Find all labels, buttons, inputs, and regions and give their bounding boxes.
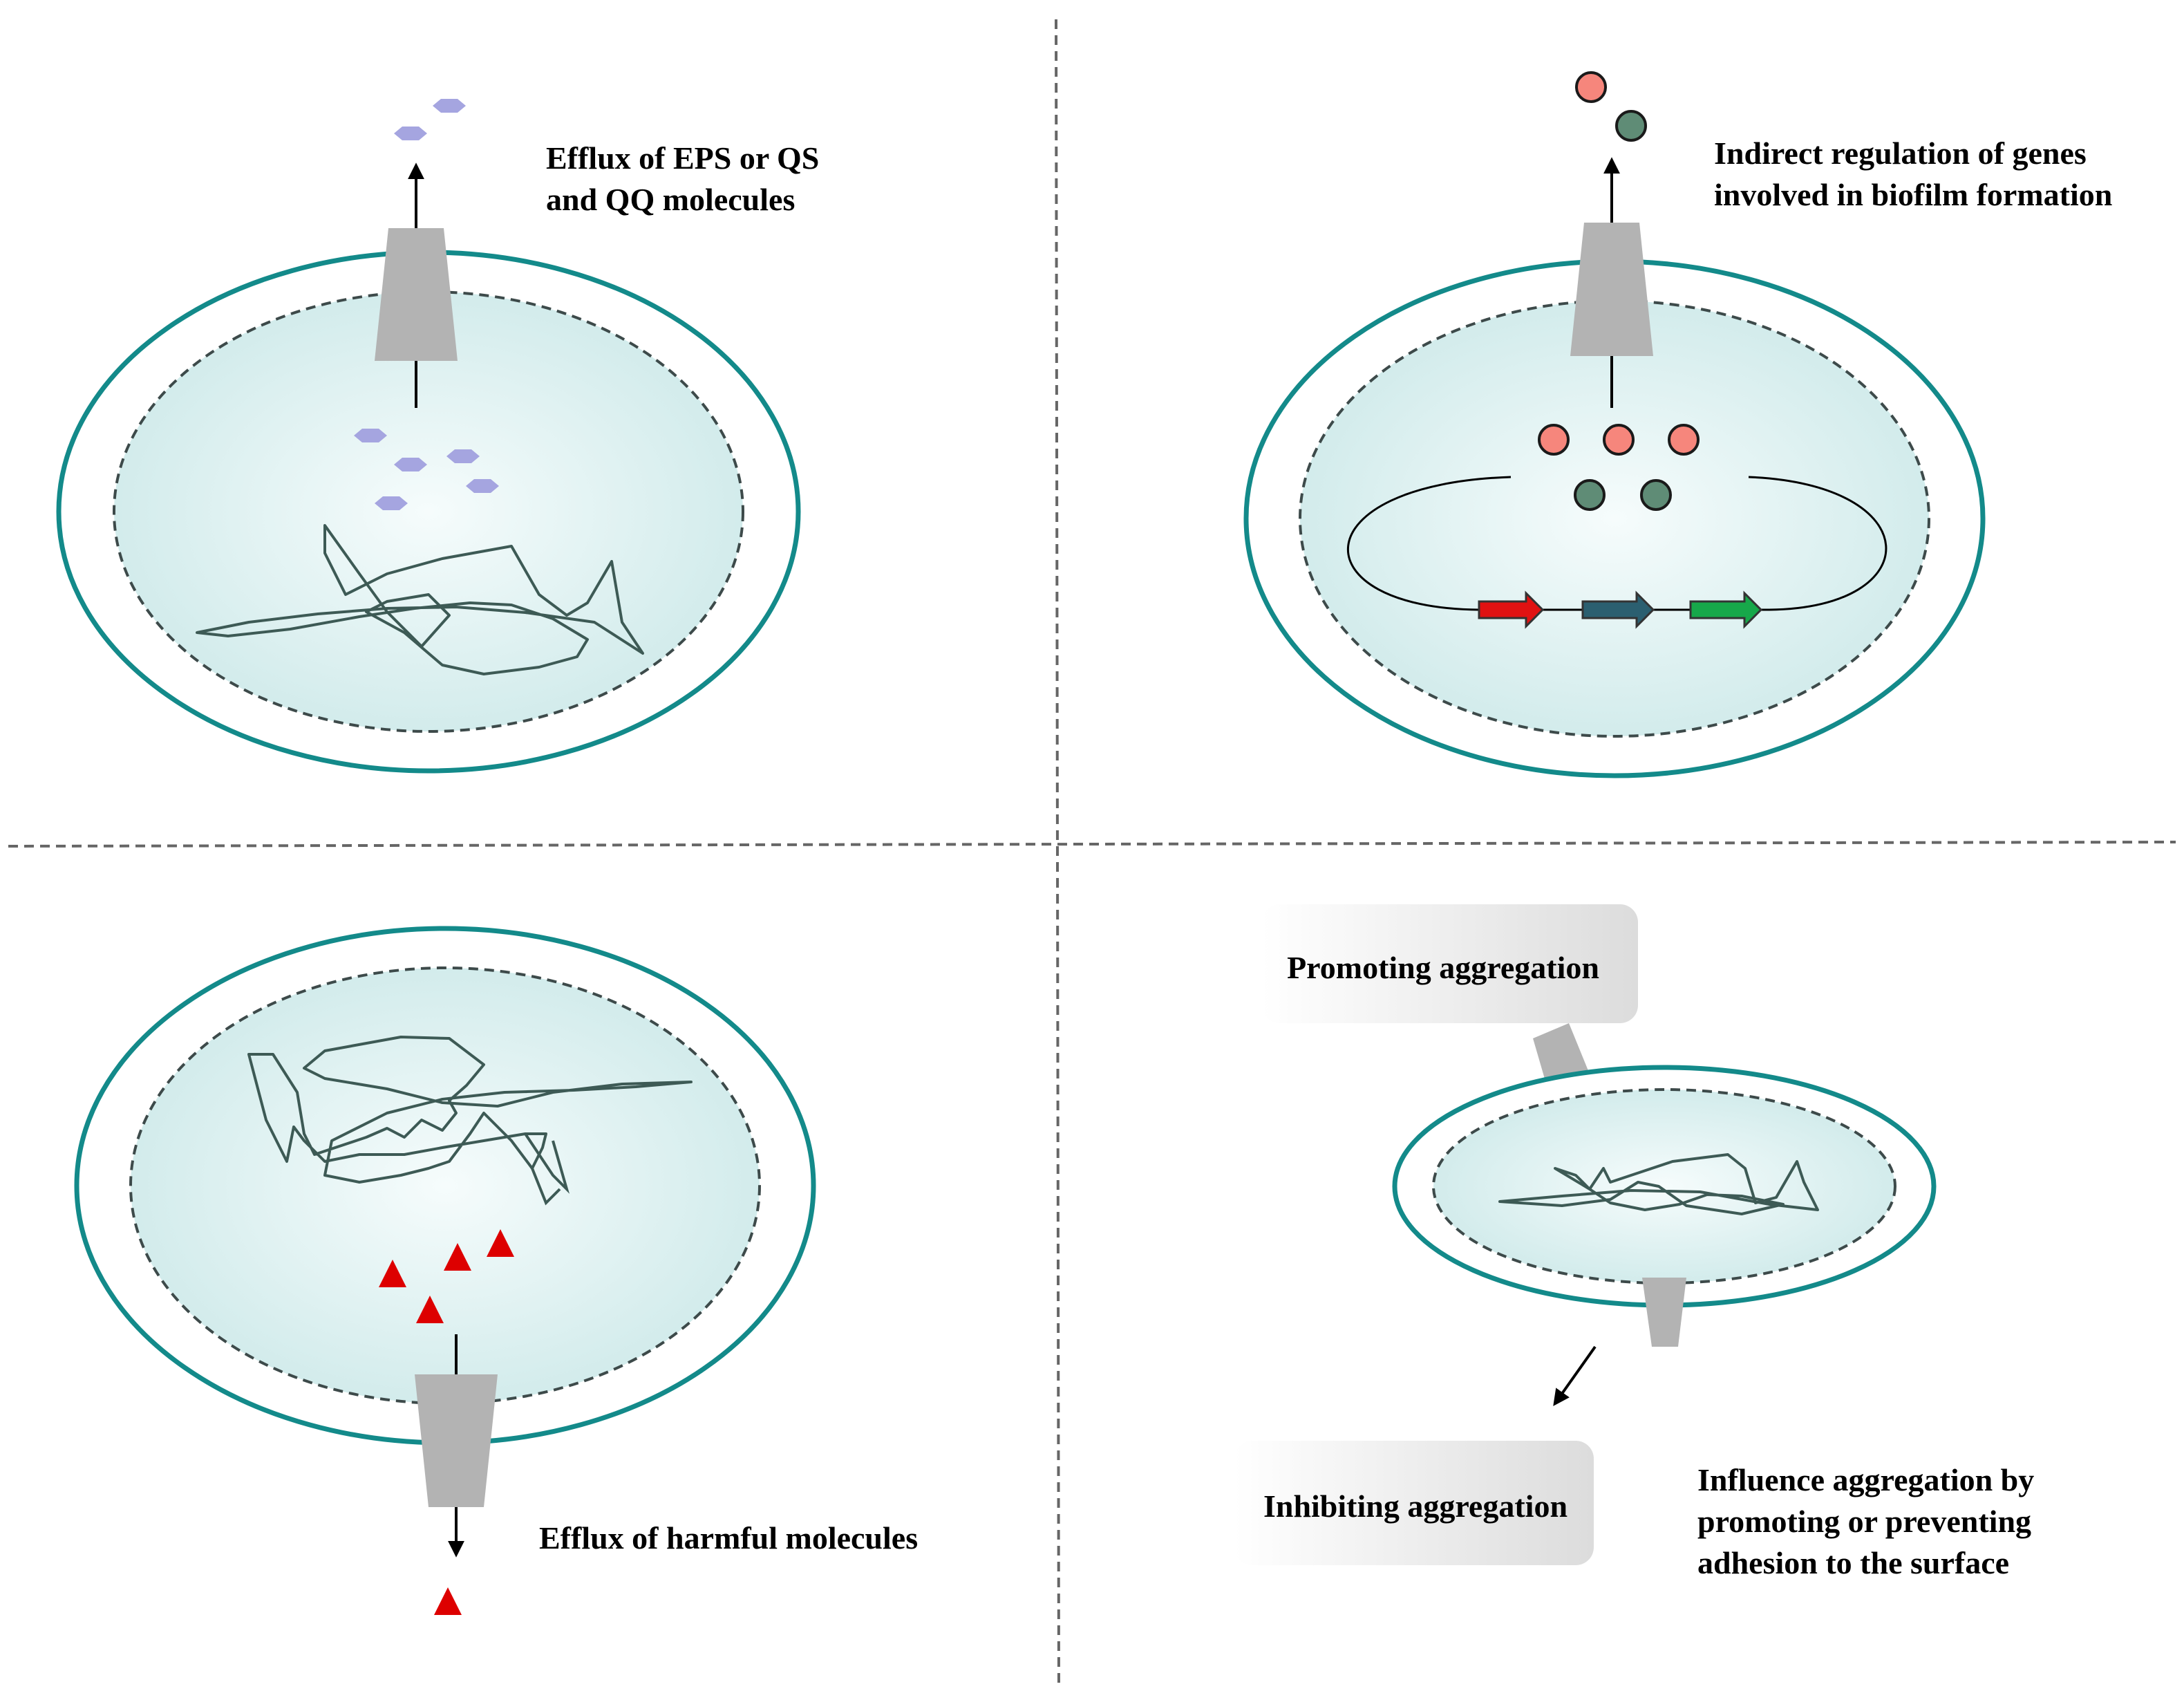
top-left-label-line-2: and QQ molecules bbox=[546, 182, 795, 217]
triangle-icon bbox=[379, 1229, 514, 1615]
panel-efflux-harmful: Efflux of harmful molecules bbox=[74, 926, 918, 1615]
panel-aggregation: Promoting aggregation Inhibiting aggrega… bbox=[1234, 904, 2034, 1580]
top-right-label-line-1: Indirect regulation of genes bbox=[1714, 136, 2087, 171]
efflux-pump bbox=[415, 1374, 498, 1507]
inhibiting-arrow bbox=[1553, 1345, 1597, 1406]
inner-membrane bbox=[1432, 1088, 1896, 1285]
chromosome-dna bbox=[247, 1036, 693, 1184]
pump-bottom bbox=[1642, 1278, 1686, 1347]
top-left-label-line-1: Efflux of EPS or QS bbox=[546, 140, 819, 176]
gene-arrow-teal bbox=[1581, 590, 1655, 629]
vertical-divider bbox=[1055, 19, 1060, 1688]
efflux-pump bbox=[1570, 223, 1653, 356]
panel-indirect-regulation: Indirect regulation of genes involved in… bbox=[1243, 71, 2112, 778]
promoting-aggregation-box bbox=[1262, 904, 1638, 1023]
inner-membrane bbox=[129, 966, 761, 1405]
promoting-aggregation-label: Promoting aggregation bbox=[1287, 950, 1599, 985]
horizontal-divider bbox=[8, 841, 2176, 848]
circle-icon bbox=[1538, 71, 1700, 511]
panel-efflux-eps-qs: Efflux of EPS or QS and QQ molecules bbox=[56, 99, 819, 774]
efflux-pump bbox=[375, 228, 458, 361]
dna-loop bbox=[1347, 476, 1888, 611]
chromosome-dna bbox=[1498, 1153, 1819, 1215]
bottom-right-label-line-3: adhesion to the surface bbox=[1697, 1545, 2009, 1580]
bottom-right-label-line-2: promoting or preventing bbox=[1697, 1504, 2031, 1539]
inhibiting-aggregation-label: Inhibiting aggregation bbox=[1263, 1488, 1568, 1524]
chromosome-dna bbox=[196, 524, 644, 675]
bottom-left-label: Efflux of harmful molecules bbox=[539, 1520, 918, 1556]
hexagon-icon bbox=[354, 99, 499, 510]
inhibiting-aggregation-box bbox=[1234, 1441, 1594, 1565]
inner-membrane bbox=[1299, 299, 1930, 738]
top-right-label-line-2: involved in biofilm formation bbox=[1714, 177, 2112, 212]
chromosome-tail bbox=[524, 1132, 570, 1206]
gene-arrow-red bbox=[1478, 590, 1545, 629]
bottom-right-label-line-1: Influence aggregation by bbox=[1697, 1462, 2034, 1497]
gene-arrow-green bbox=[1689, 590, 1763, 629]
